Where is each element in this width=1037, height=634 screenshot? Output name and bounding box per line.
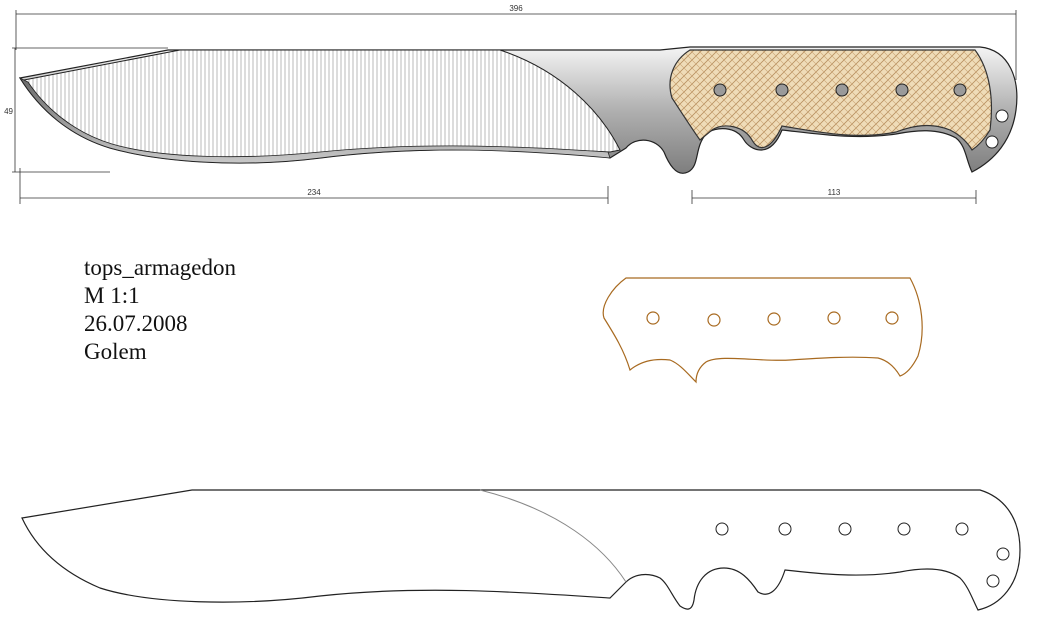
pin <box>713 83 727 97</box>
pin-hole <box>838 522 852 536</box>
lanyard-hole <box>996 547 1010 561</box>
pin-hole <box>646 311 660 325</box>
cutting-edge <box>18 77 611 164</box>
author-label: Golem <box>84 339 147 364</box>
scale-outline <box>602 277 923 384</box>
blade-flat <box>23 49 621 161</box>
pin-hole <box>827 311 841 325</box>
pin <box>953 83 967 97</box>
dimension-lines <box>12 10 1017 204</box>
template-outline <box>21 489 1021 611</box>
pin <box>775 83 789 97</box>
handle-scale-template <box>602 277 923 384</box>
pin-hole <box>955 522 969 536</box>
blade-height-label: 49 <box>4 107 13 116</box>
pin-hole <box>715 522 729 536</box>
lanyard-hole <box>995 109 1009 123</box>
overall-length-label: 396 <box>509 4 523 13</box>
pin-hole <box>767 312 781 326</box>
rendered-knife <box>18 46 1018 174</box>
handle-length-label: 113 <box>828 188 841 197</box>
pin-hole <box>707 313 721 327</box>
grind-line <box>479 489 627 583</box>
model-name: tops_armagedon <box>84 255 237 280</box>
date-label: 26.07.2008 <box>84 311 188 336</box>
lanyard-hole <box>986 574 1000 588</box>
blade-length-label: 234 <box>307 188 321 197</box>
handle-pins <box>713 83 967 97</box>
pin-hole <box>885 311 899 325</box>
pin <box>835 83 849 97</box>
pin-hole <box>897 522 911 536</box>
lanyard-hole <box>985 135 999 149</box>
blade-template <box>21 489 1021 611</box>
scale-label: M 1:1 <box>84 283 140 308</box>
handle-scale <box>669 49 993 151</box>
title-block: tops_armagedon M 1:1 26.07.2008 Golem <box>84 254 236 366</box>
pin-hole <box>778 522 792 536</box>
pin <box>895 83 909 97</box>
